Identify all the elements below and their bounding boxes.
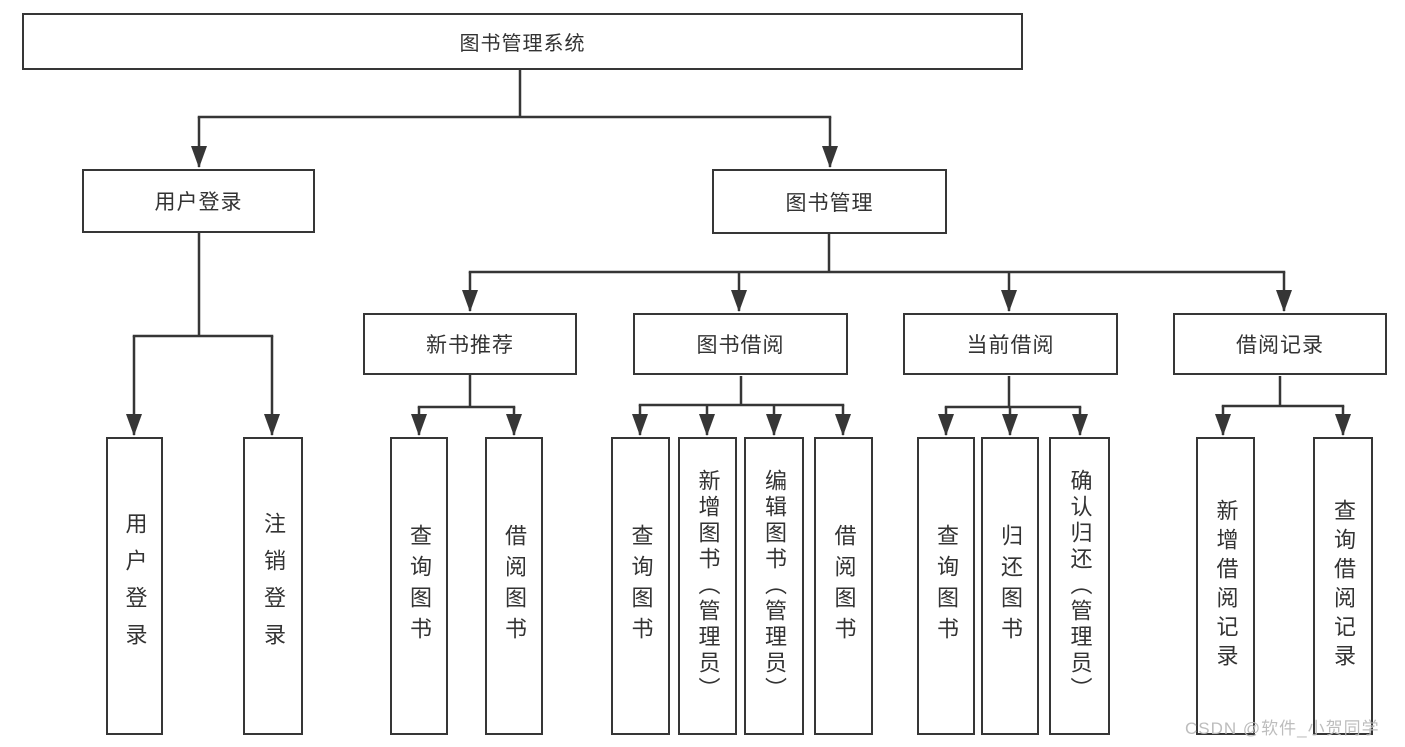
connector-new-book-recommend-children <box>411 375 522 436</box>
leaf-label: 用户登录 <box>122 512 148 660</box>
leaf-label: 借阅图书 <box>502 524 527 648</box>
connector-book-borrowing-children <box>632 376 851 436</box>
leaf-label: 注销登录 <box>261 512 286 660</box>
connector-borrow-records-children <box>1215 376 1351 436</box>
leaf-add-book-admin: 新增图书（管理员） <box>678 437 737 735</box>
leaf-label: 新增图书（管理员） <box>695 469 721 703</box>
node-new-book-recommend: 新书推荐 <box>363 313 577 375</box>
node-library-management-system: 图书管理系统 <box>22 13 1023 70</box>
node-label: 图书借阅 <box>696 334 785 357</box>
leaf-borrow-books-recommend: 借阅图书 <box>485 437 543 735</box>
node-user-login: 用户登录 <box>82 169 315 233</box>
leaf-label: 编辑图书（管理员） <box>762 469 787 703</box>
leaf-label: 查询借阅记录 <box>1331 499 1356 673</box>
leaf-label: 查询图书 <box>934 524 959 648</box>
leaf-logout: 注销登录 <box>243 437 303 735</box>
leaf-label: 新增借阅记录 <box>1213 499 1239 673</box>
node-label: 图书管理系统 <box>459 33 586 55</box>
node-borrow-records: 借阅记录 <box>1173 313 1387 375</box>
connector-user-login-children <box>126 233 280 436</box>
leaf-edit-book-admin: 编辑图书（管理员） <box>744 437 804 735</box>
connector-root-to-level2 <box>191 70 838 168</box>
node-label: 用户登录 <box>154 191 243 214</box>
node-label: 图书管理 <box>785 191 874 215</box>
connector-current-borrowing-children <box>938 376 1088 436</box>
leaf-borrow-books-borrowing: 借阅图书 <box>814 437 873 735</box>
leaf-query-books-recommend: 查询图书 <box>390 437 448 735</box>
leaf-label: 借阅图书 <box>831 524 857 648</box>
leaf-user-login: 用户登录 <box>106 437 163 735</box>
leaf-confirm-return-admin: 确认归还（管理员） <box>1049 437 1110 735</box>
node-book-borrowing: 图书借阅 <box>633 313 848 375</box>
node-current-borrowing: 当前借阅 <box>903 313 1118 375</box>
leaf-query-books-current: 查询图书 <box>917 437 975 735</box>
leaf-label: 归还图书 <box>998 524 1023 648</box>
node-book-management: 图书管理 <box>712 169 947 234</box>
leaf-label: 查询图书 <box>628 524 654 648</box>
leaf-return-book: 归还图书 <box>981 437 1039 735</box>
node-label: 新书推荐 <box>426 334 514 357</box>
leaf-add-borrow-record: 新增借阅记录 <box>1196 437 1255 735</box>
csdn-watermark: CSDN @软件_小贺同学 <box>1185 719 1380 738</box>
leaf-query-borrow-record: 查询借阅记录 <box>1313 437 1373 735</box>
leaf-label: 确认归还（管理员） <box>1067 469 1093 703</box>
node-label: 当前借阅 <box>966 334 1055 357</box>
leaf-query-books-borrowing: 查询图书 <box>611 437 670 735</box>
connector-book-management-children <box>462 234 1292 312</box>
node-label: 借阅记录 <box>1236 334 1324 357</box>
leaf-label: 查询图书 <box>407 524 432 648</box>
